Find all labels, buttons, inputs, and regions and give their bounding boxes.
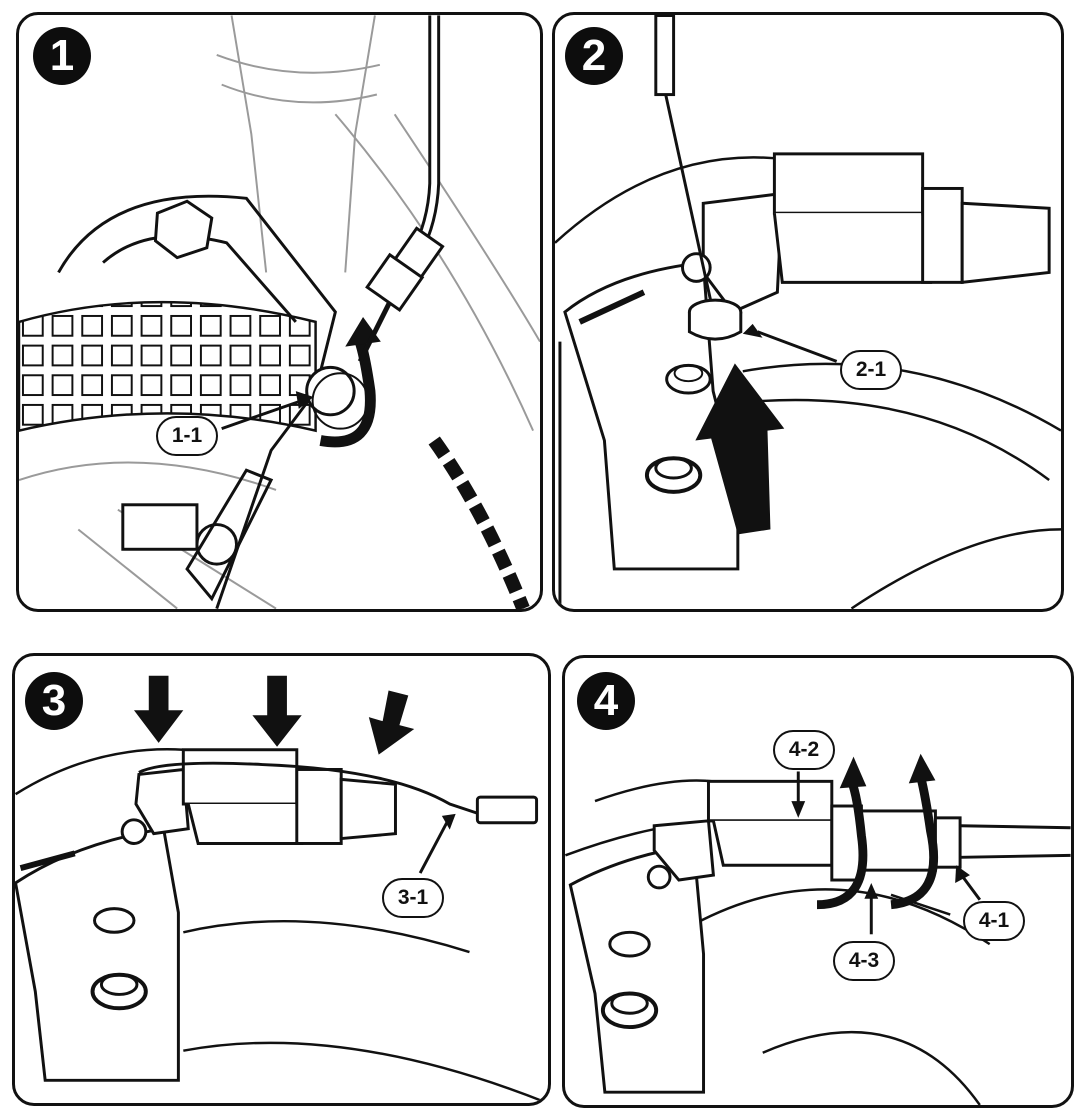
step-3-panel: 3 3-1 bbox=[12, 653, 551, 1106]
barrel-adjuster-illustration bbox=[565, 753, 1071, 1105]
step-number-badge: 2 bbox=[565, 27, 623, 85]
cable-seating-illustration bbox=[15, 675, 548, 1103]
callout-label: 4-2 bbox=[773, 730, 835, 770]
step-1-panel: 1 1-1 bbox=[16, 12, 543, 612]
step-2-panel: 2 2-1 bbox=[552, 12, 1064, 612]
callout-label: 4-3 bbox=[833, 941, 895, 981]
step-number-badge: 3 bbox=[25, 672, 83, 730]
cable-entry-illustration bbox=[555, 15, 1061, 609]
callout-label: 2-1 bbox=[840, 350, 902, 390]
step-4-panel: 4 4-2 4-3 4-1 bbox=[562, 655, 1074, 1108]
step-number-badge: 4 bbox=[577, 672, 635, 730]
callout-label: 1-1 bbox=[156, 416, 218, 456]
callout-label: 4-1 bbox=[963, 901, 1025, 941]
callout-label: 3-1 bbox=[382, 878, 444, 918]
step-number-badge: 1 bbox=[33, 27, 91, 85]
brake-arm-cable-illustration bbox=[19, 15, 540, 609]
